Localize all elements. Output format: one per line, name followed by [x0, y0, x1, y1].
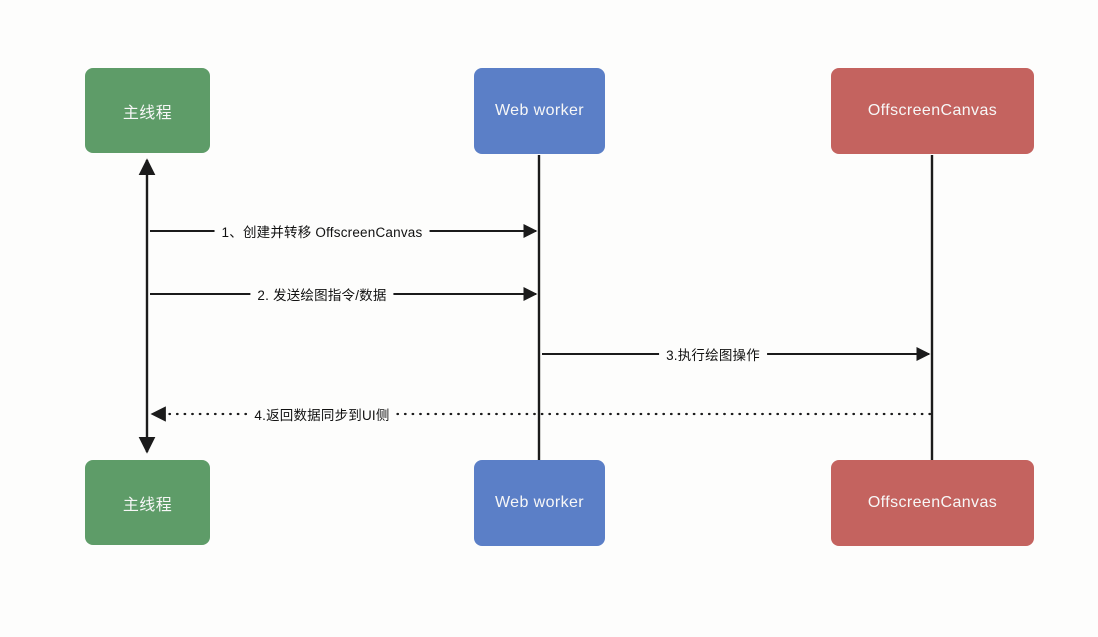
footer-main-thread[interactable]: 主线程	[85, 460, 210, 545]
participant-offscreen-canvas[interactable]: OffscreenCanvas	[831, 68, 1034, 154]
footer-label: 主线程	[122, 496, 173, 514]
participant-label: OffscreenCanvas	[867, 102, 998, 119]
message-text: 1、创建并转移 OffscreenCanvas	[221, 225, 423, 240]
footer-offscreen-canvas[interactable]: OffscreenCanvas	[831, 460, 1034, 546]
message-label-3: 3.执行绘图操作	[659, 344, 767, 364]
participant-web-worker[interactable]: Web worker	[474, 68, 605, 154]
message-label-1: 1、创建并转移 OffscreenCanvas	[214, 221, 430, 241]
message-label-4: 4.返回数据同步到UI侧	[247, 404, 397, 424]
participant-label: 主线程	[122, 104, 173, 122]
participant-main-thread[interactable]: 主线程	[85, 68, 210, 153]
footer-label: Web worker	[494, 494, 585, 511]
message-label-2: 2. 发送绘图指令/数据	[250, 284, 394, 304]
footer-web-worker[interactable]: Web worker	[474, 460, 605, 546]
message-text: 2. 发送绘图指令/数据	[257, 288, 387, 303]
footer-label: OffscreenCanvas	[867, 494, 998, 511]
message-text: 3.执行绘图操作	[666, 348, 760, 363]
message-text: 4.返回数据同步到UI侧	[254, 408, 390, 423]
participant-label: Web worker	[494, 102, 585, 119]
